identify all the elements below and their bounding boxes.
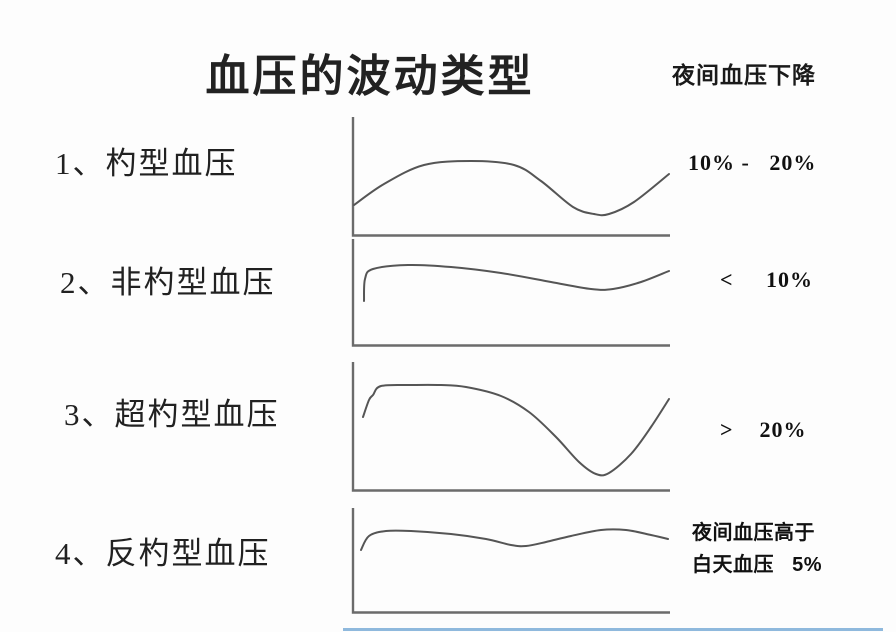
column-header-night-bp-drop: 夜间血压下降	[672, 63, 816, 88]
row-label-dipper: 1、杓型血压	[55, 146, 238, 181]
row-label-non-dipper: 2、非杓型血压	[60, 265, 276, 300]
bp-curve-reverse-dipper-chart	[351, 508, 670, 614]
chart-axes	[351, 362, 670, 492]
row-label-reverse-dipper: 4、反杓型血压	[55, 536, 271, 571]
chart-axes	[351, 508, 670, 614]
bp-curve-extreme-dipper-chart	[351, 362, 670, 492]
bp-curve-line	[362, 383, 670, 477]
bp-curve-line	[363, 263, 670, 302]
bp-curve-line	[353, 159, 670, 217]
bottom-divider-line	[343, 628, 883, 631]
row-label-extreme-dipper: 3、超杓型血压	[64, 397, 280, 432]
page-title: 血压的波动类型	[205, 52, 535, 101]
bp-curve-line	[360, 528, 669, 551]
chart-axes	[351, 117, 670, 237]
value-reverse-dipper: 夜间血压高于 白天血压 5%	[692, 522, 823, 576]
bp-curve-non-dipper-chart	[351, 239, 670, 347]
value-non-dipper: < 10%	[720, 267, 814, 292]
value-dipper: 10% - 20%	[688, 150, 817, 175]
chart-axes	[351, 239, 670, 347]
value-extreme-dipper: > 20%	[720, 417, 807, 442]
bp-curve-dipper-chart	[351, 117, 670, 237]
